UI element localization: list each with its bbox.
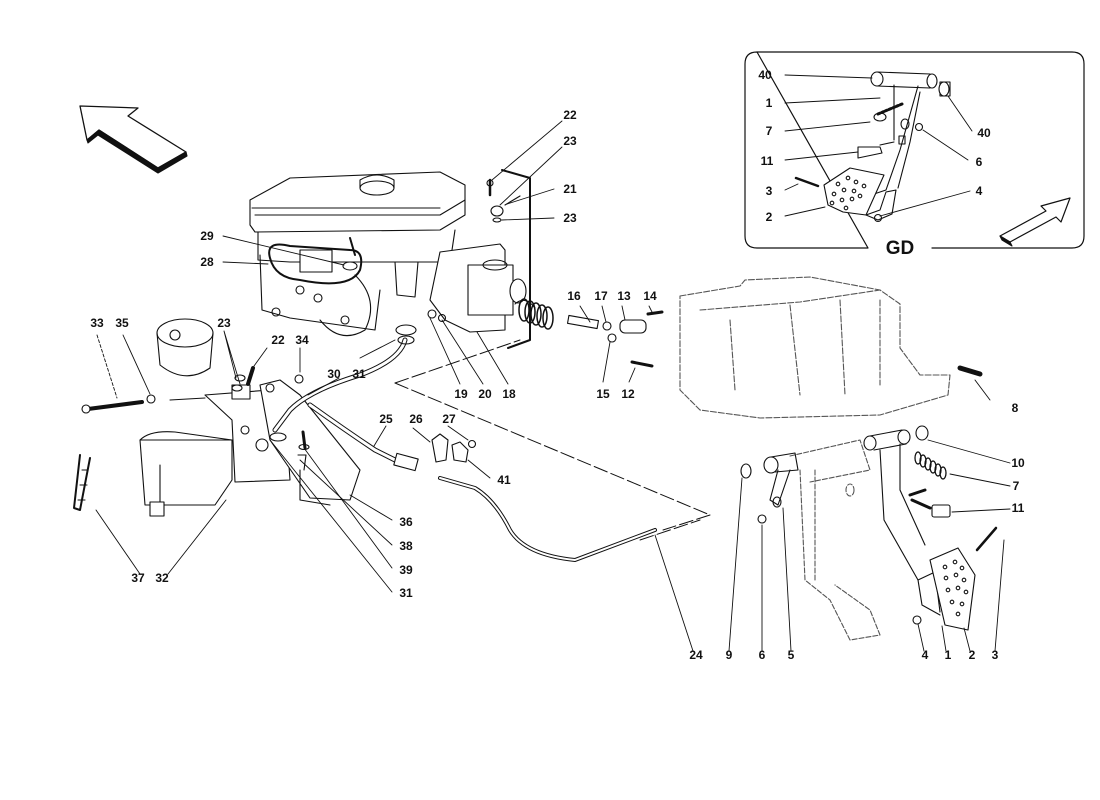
callout-16: 16 [567,289,581,303]
callout-33: 33 [90,316,104,330]
callout-inset-6: 6 [975,155,983,169]
mounting-bracket [259,379,361,506]
clutch-pedal [789,439,881,641]
callout-29: 29 [200,229,214,243]
callout-inset-1: 1 [765,96,773,110]
phantom-lines [394,339,711,541]
hydraulic-accumulator [156,318,214,377]
callout-20: 20 [478,387,492,401]
direction-arrow-icon [79,105,188,174]
callout-inset-4: 4 [975,184,983,198]
callout-24: 24 [689,648,703,662]
callout-41: 41 [497,473,511,487]
hose-30 [269,335,415,442]
callout-26: 26 [409,412,423,426]
callout-22: 22 [271,333,285,347]
master-cylinder [427,169,554,349]
callout-31: 31 [399,586,413,600]
fluid-reservoir [249,171,466,337]
push-rod-parts [566,310,664,368]
hose-37 [73,454,91,511]
callout-38: 38 [399,539,413,553]
callout-1: 1 [944,648,952,662]
callout-7: 7 [1012,479,1020,493]
callout-37: 37 [131,571,145,585]
callout-10: 10 [1011,456,1025,470]
hose-28 [268,237,363,285]
leader-lines [95,74,1011,652]
boot-spring [518,298,554,330]
callout-inset-40a: 40 [758,68,772,82]
callout-inset-7: 7 [765,124,773,138]
hose-25 [307,402,419,472]
callout-3: 3 [991,648,999,662]
callout-23: 23 [217,316,231,330]
callout-2: 2 [968,648,976,662]
inset-pedal-assembly [794,71,951,223]
brake-pedal [863,429,998,631]
callout-23: 23 [563,134,577,148]
callout-39: 39 [399,563,413,577]
callout-23: 23 [563,211,577,225]
callout-15: 15 [596,387,610,401]
callout-9: 9 [725,648,733,662]
inset-title: GD [879,238,921,260]
gearbox-housing [679,276,951,419]
pedal-small-parts [740,425,951,524]
callout-6: 6 [758,648,766,662]
callout-13: 13 [617,289,631,303]
callout-36: 36 [399,515,413,529]
callout-5: 5 [787,648,795,662]
callout-32: 32 [155,571,169,585]
callout-4: 4 [921,648,929,662]
callout-17: 17 [594,289,608,303]
callout-18: 18 [502,387,516,401]
callout-11: 11 [1011,501,1025,515]
clamps-26-41 [431,433,477,463]
callout-22: 22 [563,108,577,122]
callout-25: 25 [379,412,393,426]
callout-28: 28 [200,255,214,269]
callout-8: 8 [1011,401,1019,415]
callout-27: 27 [442,412,456,426]
callout-inset-3: 3 [765,184,773,198]
callout-inset-11: 11 [760,154,774,168]
rigid-pipe-24 [438,476,657,562]
callout-14: 14 [643,289,657,303]
callout-21: 21 [563,182,577,196]
callout-12: 12 [621,387,635,401]
callout-30: 30 [327,367,341,381]
callout-34: 34 [295,333,309,347]
callout-inset-40b: 40 [977,126,991,140]
callout-31: 31 [352,367,366,381]
inset-box [744,51,1085,249]
fasteners-lower-left [81,366,310,451]
callout-35: 35 [115,316,129,330]
callout-inset-2: 2 [765,210,773,224]
callout-19: 19 [454,387,468,401]
inset-direction-arrow-icon [999,197,1071,247]
